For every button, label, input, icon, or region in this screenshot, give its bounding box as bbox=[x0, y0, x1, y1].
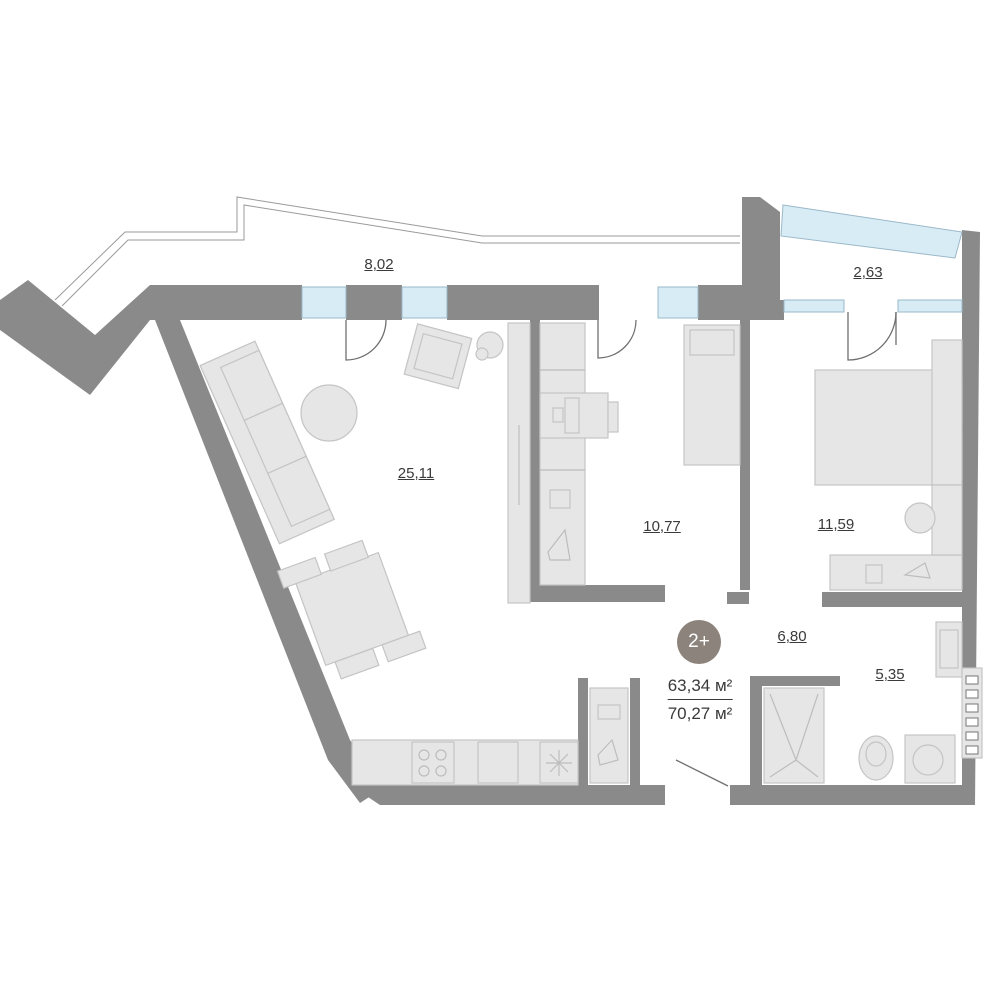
wall-partition-living bbox=[530, 320, 540, 602]
apartment-type-badge: 2+ bbox=[677, 620, 721, 664]
room-area-balcony-right: 2,63 bbox=[853, 264, 883, 281]
wall-bath-left bbox=[750, 676, 762, 788]
wall-stub-hall bbox=[727, 592, 749, 604]
wardrobe-bedroom bbox=[829, 554, 963, 591]
wall-bedroom-bottom bbox=[822, 592, 962, 607]
radiator bbox=[961, 667, 983, 759]
window-5 bbox=[897, 299, 963, 313]
windows bbox=[301, 204, 963, 319]
coffee-table bbox=[300, 384, 358, 442]
kitchen bbox=[351, 687, 629, 786]
right-bedroom-furniture bbox=[814, 339, 963, 591]
balcony-left-outline bbox=[54, 196, 740, 307]
room-area-balcony-left: 8,02 bbox=[364, 256, 394, 273]
wall-bottom-right bbox=[730, 785, 975, 805]
wall-bottom-left bbox=[350, 785, 665, 805]
wall-bath-post bbox=[832, 592, 844, 607]
room-area-bedroom-middle: 10,77 bbox=[643, 518, 681, 535]
wall-right-outer bbox=[962, 230, 980, 805]
desk-shelf bbox=[539, 322, 586, 586]
window-1 bbox=[301, 286, 347, 319]
wall-left-stub bbox=[0, 280, 178, 395]
wall-wardrobe-post bbox=[630, 678, 640, 788]
walls bbox=[0, 197, 980, 805]
window-4 bbox=[783, 299, 845, 313]
doors bbox=[345, 311, 897, 787]
window-balcony-right bbox=[780, 204, 963, 259]
wardrobe-hall bbox=[589, 687, 629, 784]
window-2 bbox=[401, 286, 448, 319]
kitchen-sink bbox=[477, 741, 519, 784]
room-area-hallway: 6,80 bbox=[777, 628, 807, 645]
wall-balcony-right bbox=[742, 197, 780, 320]
room-area-bedroom-right: 11,59 bbox=[817, 516, 855, 533]
apartment-area-summary: 63,34 м² 70,27 м² bbox=[667, 676, 733, 724]
living-area: 63,34 м² bbox=[667, 676, 733, 700]
wall-kitchen-post bbox=[578, 678, 588, 788]
wall-top-right bbox=[698, 285, 742, 320]
wall-diagonal bbox=[155, 320, 380, 803]
middle-bedroom-furniture bbox=[539, 322, 741, 586]
room-area-bathroom: 5,35 bbox=[875, 666, 905, 683]
wall-partition-bedroom bbox=[740, 320, 750, 590]
window-3 bbox=[657, 286, 699, 319]
wall-bath-top bbox=[750, 676, 840, 686]
bathroom-fixtures bbox=[763, 621, 983, 784]
bed-double bbox=[814, 369, 934, 486]
wall-top-left bbox=[150, 285, 302, 320]
wall-bedroom-top-left bbox=[742, 300, 784, 320]
wall-top-center bbox=[447, 285, 599, 320]
total-area: 70,27 м² bbox=[667, 704, 733, 723]
living-room-furniture bbox=[199, 322, 531, 680]
room-area-living-room: 25,11 bbox=[397, 465, 435, 482]
wall-partition-living-bottom bbox=[530, 585, 665, 602]
wall-top-mid bbox=[346, 285, 402, 320]
